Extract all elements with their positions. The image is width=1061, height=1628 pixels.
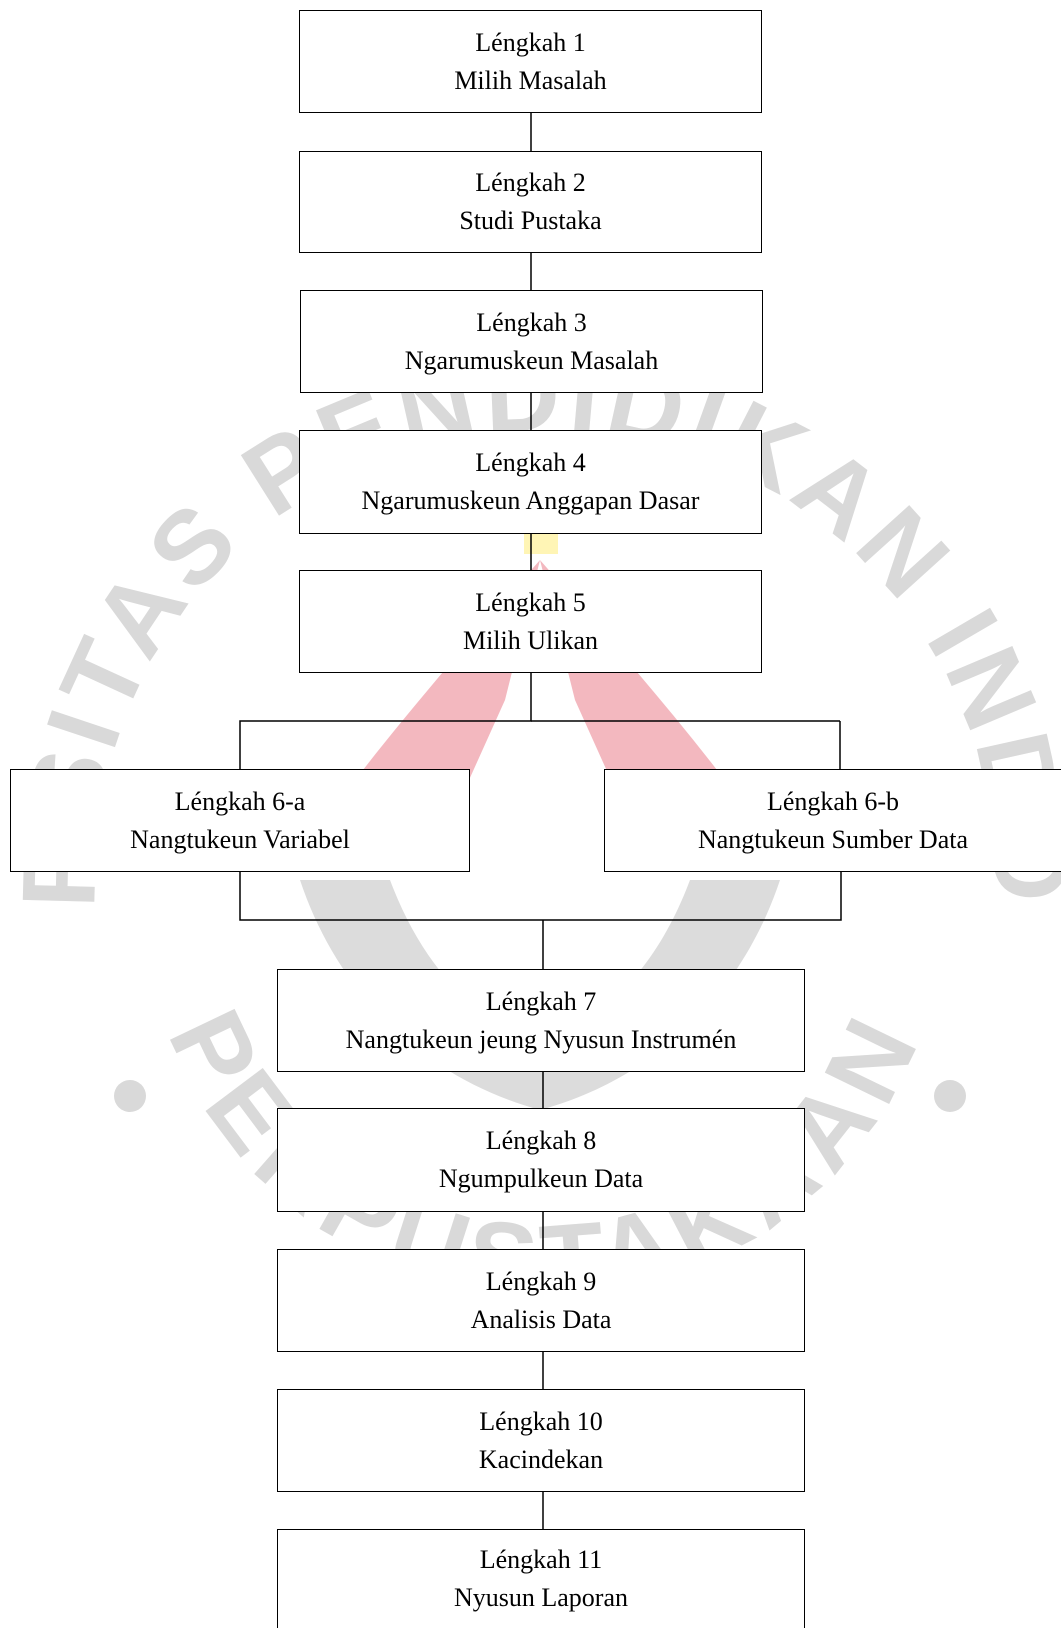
step-4-title: Ngarumuskeun Anggapan Dasar — [361, 486, 700, 515]
step-2-number: Léngkah 2 — [475, 168, 586, 197]
step-11-number: Léngkah 11 — [479, 1545, 603, 1574]
seal-dot-left — [114, 1080, 146, 1112]
step-10-title: Kacindekan — [478, 1444, 604, 1474]
step-9-title: Analisis Data — [470, 1304, 612, 1334]
step-6b-title: Nangtukeun Sumber Data — [697, 824, 969, 854]
step-9-number: Léngkah 9 — [485, 1266, 597, 1296]
step-4-number: Léngkah 4 — [475, 448, 586, 477]
step-3-box: Léngkah 3 Ngarumuskeun Masalah — [300, 290, 763, 393]
step-8-box: Léngkah 8 Ngumpulkeun Data — [277, 1108, 805, 1212]
connector-merge — [239, 871, 842, 921]
step-3-number: Léngkah 3 — [476, 307, 587, 337]
step-5-number: Léngkah 5 — [475, 587, 586, 617]
step-3-title: Ngarumuskeun Masalah — [404, 345, 659, 375]
step-11-title: Nyusun Laporan — [453, 1583, 628, 1612]
step-11-box: Léngkah 11 Nyusun Laporan — [277, 1529, 805, 1628]
step-1-title: Milih Masalah — [454, 65, 607, 95]
step-7-title: Nangtukeun jeung Nyusun Instrumén — [345, 1024, 737, 1054]
step-10-number: Léngkah 10 — [479, 1406, 603, 1436]
step-8-title: Ngumpulkeun Data — [438, 1164, 644, 1193]
step-8-number: Léngkah 8 — [485, 1126, 597, 1155]
step-2-box: Léngkah 2 Studi Pustaka — [299, 151, 762, 253]
step-6a-number: Léngkah 6-a — [174, 786, 306, 816]
connector-5-split — [239, 672, 532, 770]
step-5-box: Léngkah 5 Milih Ulikan — [299, 570, 762, 673]
step-6a-title: Nangtukeun Variabel — [130, 824, 350, 854]
step-9-box: Léngkah 9 Analisis Data — [277, 1249, 805, 1352]
step-6a-box: Léngkah 6-a Nangtukeun Variabel — [10, 769, 470, 872]
step-7-number: Léngkah 7 — [485, 986, 597, 1016]
step-6b-number: Léngkah 6-b — [766, 786, 900, 816]
step-6b-box: Léngkah 6-b Nangtukeun Sumber Data — [604, 769, 1061, 872]
step-4-box: Léngkah 4 Ngarumuskeun Anggapan Dasar — [299, 430, 762, 534]
seal-dot-right — [934, 1080, 966, 1112]
step-2-title: Studi Pustaka — [459, 206, 602, 235]
step-10-box: Léngkah 10 Kacindekan — [277, 1389, 805, 1492]
step-1-box: Léngkah 1 Milih Masalah — [299, 10, 762, 113]
step-7-box: Léngkah 7 Nangtukeun jeung Nyusun Instru… — [277, 969, 805, 1072]
step-1-number: Léngkah 1 — [475, 27, 586, 57]
step-5-title: Milih Ulikan — [462, 625, 599, 655]
